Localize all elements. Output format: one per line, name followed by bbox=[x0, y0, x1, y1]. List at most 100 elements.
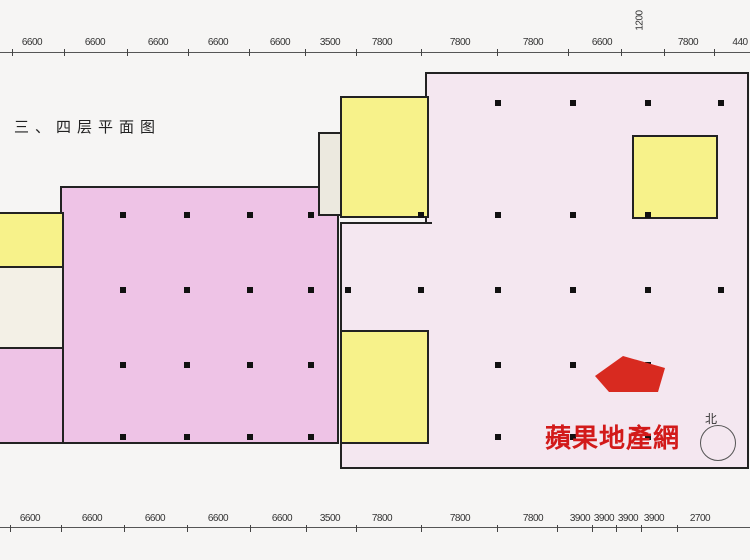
column bbox=[247, 212, 253, 218]
column bbox=[120, 434, 126, 440]
dimension-label: 6600 bbox=[84, 37, 106, 48]
dimension-label: 3900 bbox=[617, 513, 639, 524]
dimension-label: 3900 bbox=[643, 513, 665, 524]
dimension-tick bbox=[306, 525, 307, 532]
dimension-tick bbox=[567, 49, 569, 56]
dimension-tick bbox=[616, 525, 617, 532]
core-north bbox=[340, 96, 429, 218]
left-core bbox=[0, 212, 64, 268]
dimension-tick bbox=[249, 49, 250, 56]
dimension-label: 440 bbox=[732, 37, 748, 48]
core-south bbox=[340, 330, 429, 444]
dimension-tick bbox=[496, 49, 498, 56]
column bbox=[495, 287, 501, 293]
dimension-tick bbox=[186, 525, 188, 532]
dimension-tick bbox=[664, 49, 665, 56]
column bbox=[495, 362, 501, 368]
column bbox=[120, 212, 126, 218]
column bbox=[120, 362, 126, 368]
column bbox=[345, 287, 351, 293]
dimension-tick bbox=[12, 49, 13, 56]
left-service-area bbox=[0, 265, 64, 349]
column bbox=[570, 434, 576, 440]
column bbox=[495, 434, 501, 440]
dimension-label: 7800 bbox=[522, 37, 544, 48]
dimension-tick bbox=[421, 525, 422, 532]
dimension-label: 3900 bbox=[593, 513, 615, 524]
column bbox=[570, 362, 576, 368]
dimension-tick bbox=[123, 525, 125, 532]
dimension-tick bbox=[621, 49, 622, 56]
column bbox=[308, 287, 314, 293]
dimension-label: 6600 bbox=[269, 37, 291, 48]
column bbox=[184, 362, 190, 368]
dimension-tick bbox=[10, 525, 11, 532]
column bbox=[184, 212, 190, 218]
dimension-label: 6600 bbox=[147, 37, 169, 48]
left-floor-zone bbox=[60, 186, 339, 444]
dimension-tick bbox=[356, 49, 357, 56]
core-east bbox=[632, 135, 718, 219]
dimension-label: 3900 bbox=[569, 513, 591, 524]
dimension-label: 3500 bbox=[319, 513, 341, 524]
plan-title: 三、四层平面图 bbox=[14, 118, 162, 136]
dimension-label: 6600 bbox=[21, 37, 43, 48]
dimension-tick bbox=[356, 525, 357, 532]
dimension-tick bbox=[677, 525, 678, 532]
column bbox=[645, 212, 651, 218]
column bbox=[308, 362, 314, 368]
dimension-label: 6600 bbox=[591, 37, 613, 48]
dimension-label: 6600 bbox=[207, 513, 229, 524]
dimension-tick bbox=[496, 525, 498, 532]
column bbox=[184, 434, 190, 440]
column bbox=[645, 434, 651, 440]
dimension-label: 6600 bbox=[81, 513, 103, 524]
column bbox=[247, 434, 253, 440]
dimension-label: 1200 bbox=[634, 10, 646, 31]
column bbox=[247, 287, 253, 293]
dimension-label: 7800 bbox=[449, 513, 471, 524]
column bbox=[718, 287, 724, 293]
column bbox=[570, 212, 576, 218]
column bbox=[247, 362, 253, 368]
dimension-label: 7800 bbox=[522, 513, 544, 524]
column bbox=[645, 100, 651, 106]
dimension-label: 7800 bbox=[677, 37, 699, 48]
top-dimension-line bbox=[0, 52, 750, 53]
dimension-tick bbox=[126, 49, 128, 56]
column bbox=[184, 287, 190, 293]
column bbox=[495, 212, 501, 218]
dimension-tick bbox=[714, 49, 715, 56]
dimension-tick bbox=[63, 49, 65, 56]
column bbox=[570, 100, 576, 106]
north-arrow-icon bbox=[700, 425, 736, 461]
column bbox=[495, 100, 501, 106]
dimension-tick bbox=[592, 525, 593, 532]
dimension-label: 6600 bbox=[271, 513, 293, 524]
dimension-tick bbox=[305, 49, 306, 56]
top-dimensions: 6600 6600 6600 6600 6600 3500 7800 7800 7800 6600… bbox=[0, 10, 750, 56]
dimension-tick bbox=[556, 525, 558, 532]
north-label: 北 bbox=[705, 412, 718, 426]
bottom-dimension-line bbox=[0, 527, 750, 528]
dimension-label: 7800 bbox=[449, 37, 471, 48]
column bbox=[570, 287, 576, 293]
watermark: 蘋果地產網 bbox=[545, 424, 681, 454]
column bbox=[308, 434, 314, 440]
column bbox=[418, 212, 424, 218]
dimension-tick bbox=[188, 49, 189, 56]
dimension-label: 2700 bbox=[689, 513, 711, 524]
right-floor-zone bbox=[425, 72, 749, 469]
left-strip-zone bbox=[0, 345, 64, 444]
column bbox=[645, 287, 651, 293]
dimension-tick bbox=[421, 49, 422, 56]
dimension-label: 6600 bbox=[207, 37, 229, 48]
dimension-label: 3500 bbox=[319, 37, 341, 48]
column bbox=[308, 212, 314, 218]
dimension-label: 6600 bbox=[19, 513, 41, 524]
column bbox=[120, 287, 126, 293]
column bbox=[718, 100, 724, 106]
column bbox=[418, 287, 424, 293]
dimension-tick bbox=[250, 525, 251, 532]
